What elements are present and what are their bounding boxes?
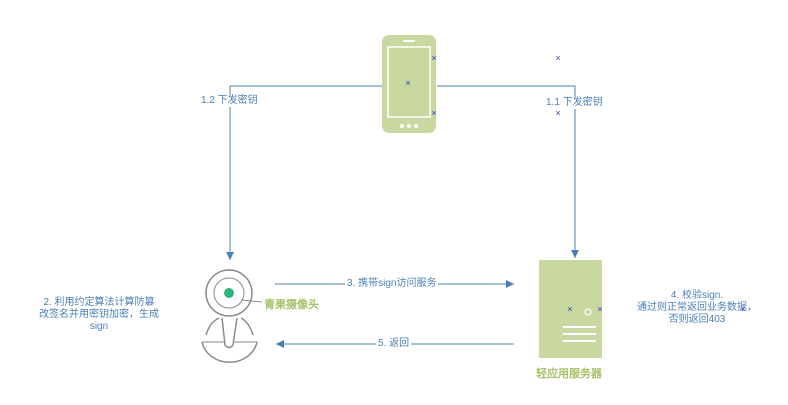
server-icon bbox=[539, 260, 602, 358]
x-marker-icon: × bbox=[431, 53, 437, 63]
camera-icon bbox=[201, 269, 263, 364]
label-access-with-sign: 3. 携带sign访问服务 bbox=[345, 278, 439, 290]
arrow-phone-to-camera bbox=[226, 85, 383, 260]
note-sign-generation-line-1: 2. 利用约定算法计算防篡 bbox=[43, 297, 155, 308]
label-return: 5. 返回 bbox=[376, 338, 412, 350]
camera-name: 青果摄像头 bbox=[264, 299, 319, 311]
server-name: 轻应用服务器 bbox=[536, 368, 602, 380]
note-sign-generation: 2. 利用约定算法计算防篡 改签名并用密钥加密，生成 sign bbox=[14, 297, 184, 333]
arrow-phone-to-server bbox=[437, 85, 579, 258]
label-issue-key-to-camera: 1.2 下发密钥 bbox=[199, 95, 260, 107]
note-sign-verification-line-1: 4. 校验sign. bbox=[670, 290, 724, 301]
x-marker-icon: × bbox=[431, 108, 437, 118]
label-issue-key-to-server: 1.1 下发密钥 bbox=[544, 97, 605, 109]
note-sign-verification-line-3: 否则返回403 bbox=[668, 314, 726, 325]
smartphone-icon bbox=[382, 35, 436, 133]
note-sign-verification-line-2: 通过则正常返回业务数据， bbox=[637, 302, 757, 313]
x-marker-icon: × bbox=[567, 304, 573, 314]
note-sign-verification: 4. 校验sign. 通过则正常返回业务数据， 否则返回403 bbox=[612, 290, 782, 326]
note-sign-generation-line-3: sign bbox=[89, 321, 109, 332]
x-marker-icon: × bbox=[405, 78, 411, 88]
x-marker-icon: × bbox=[555, 108, 561, 118]
note-sign-generation-line-2: 改签名并用密钥加密，生成 bbox=[39, 309, 159, 320]
x-marker-icon: × bbox=[555, 53, 561, 63]
x-marker-icon: × bbox=[740, 304, 746, 314]
x-marker-icon: × bbox=[597, 304, 603, 314]
